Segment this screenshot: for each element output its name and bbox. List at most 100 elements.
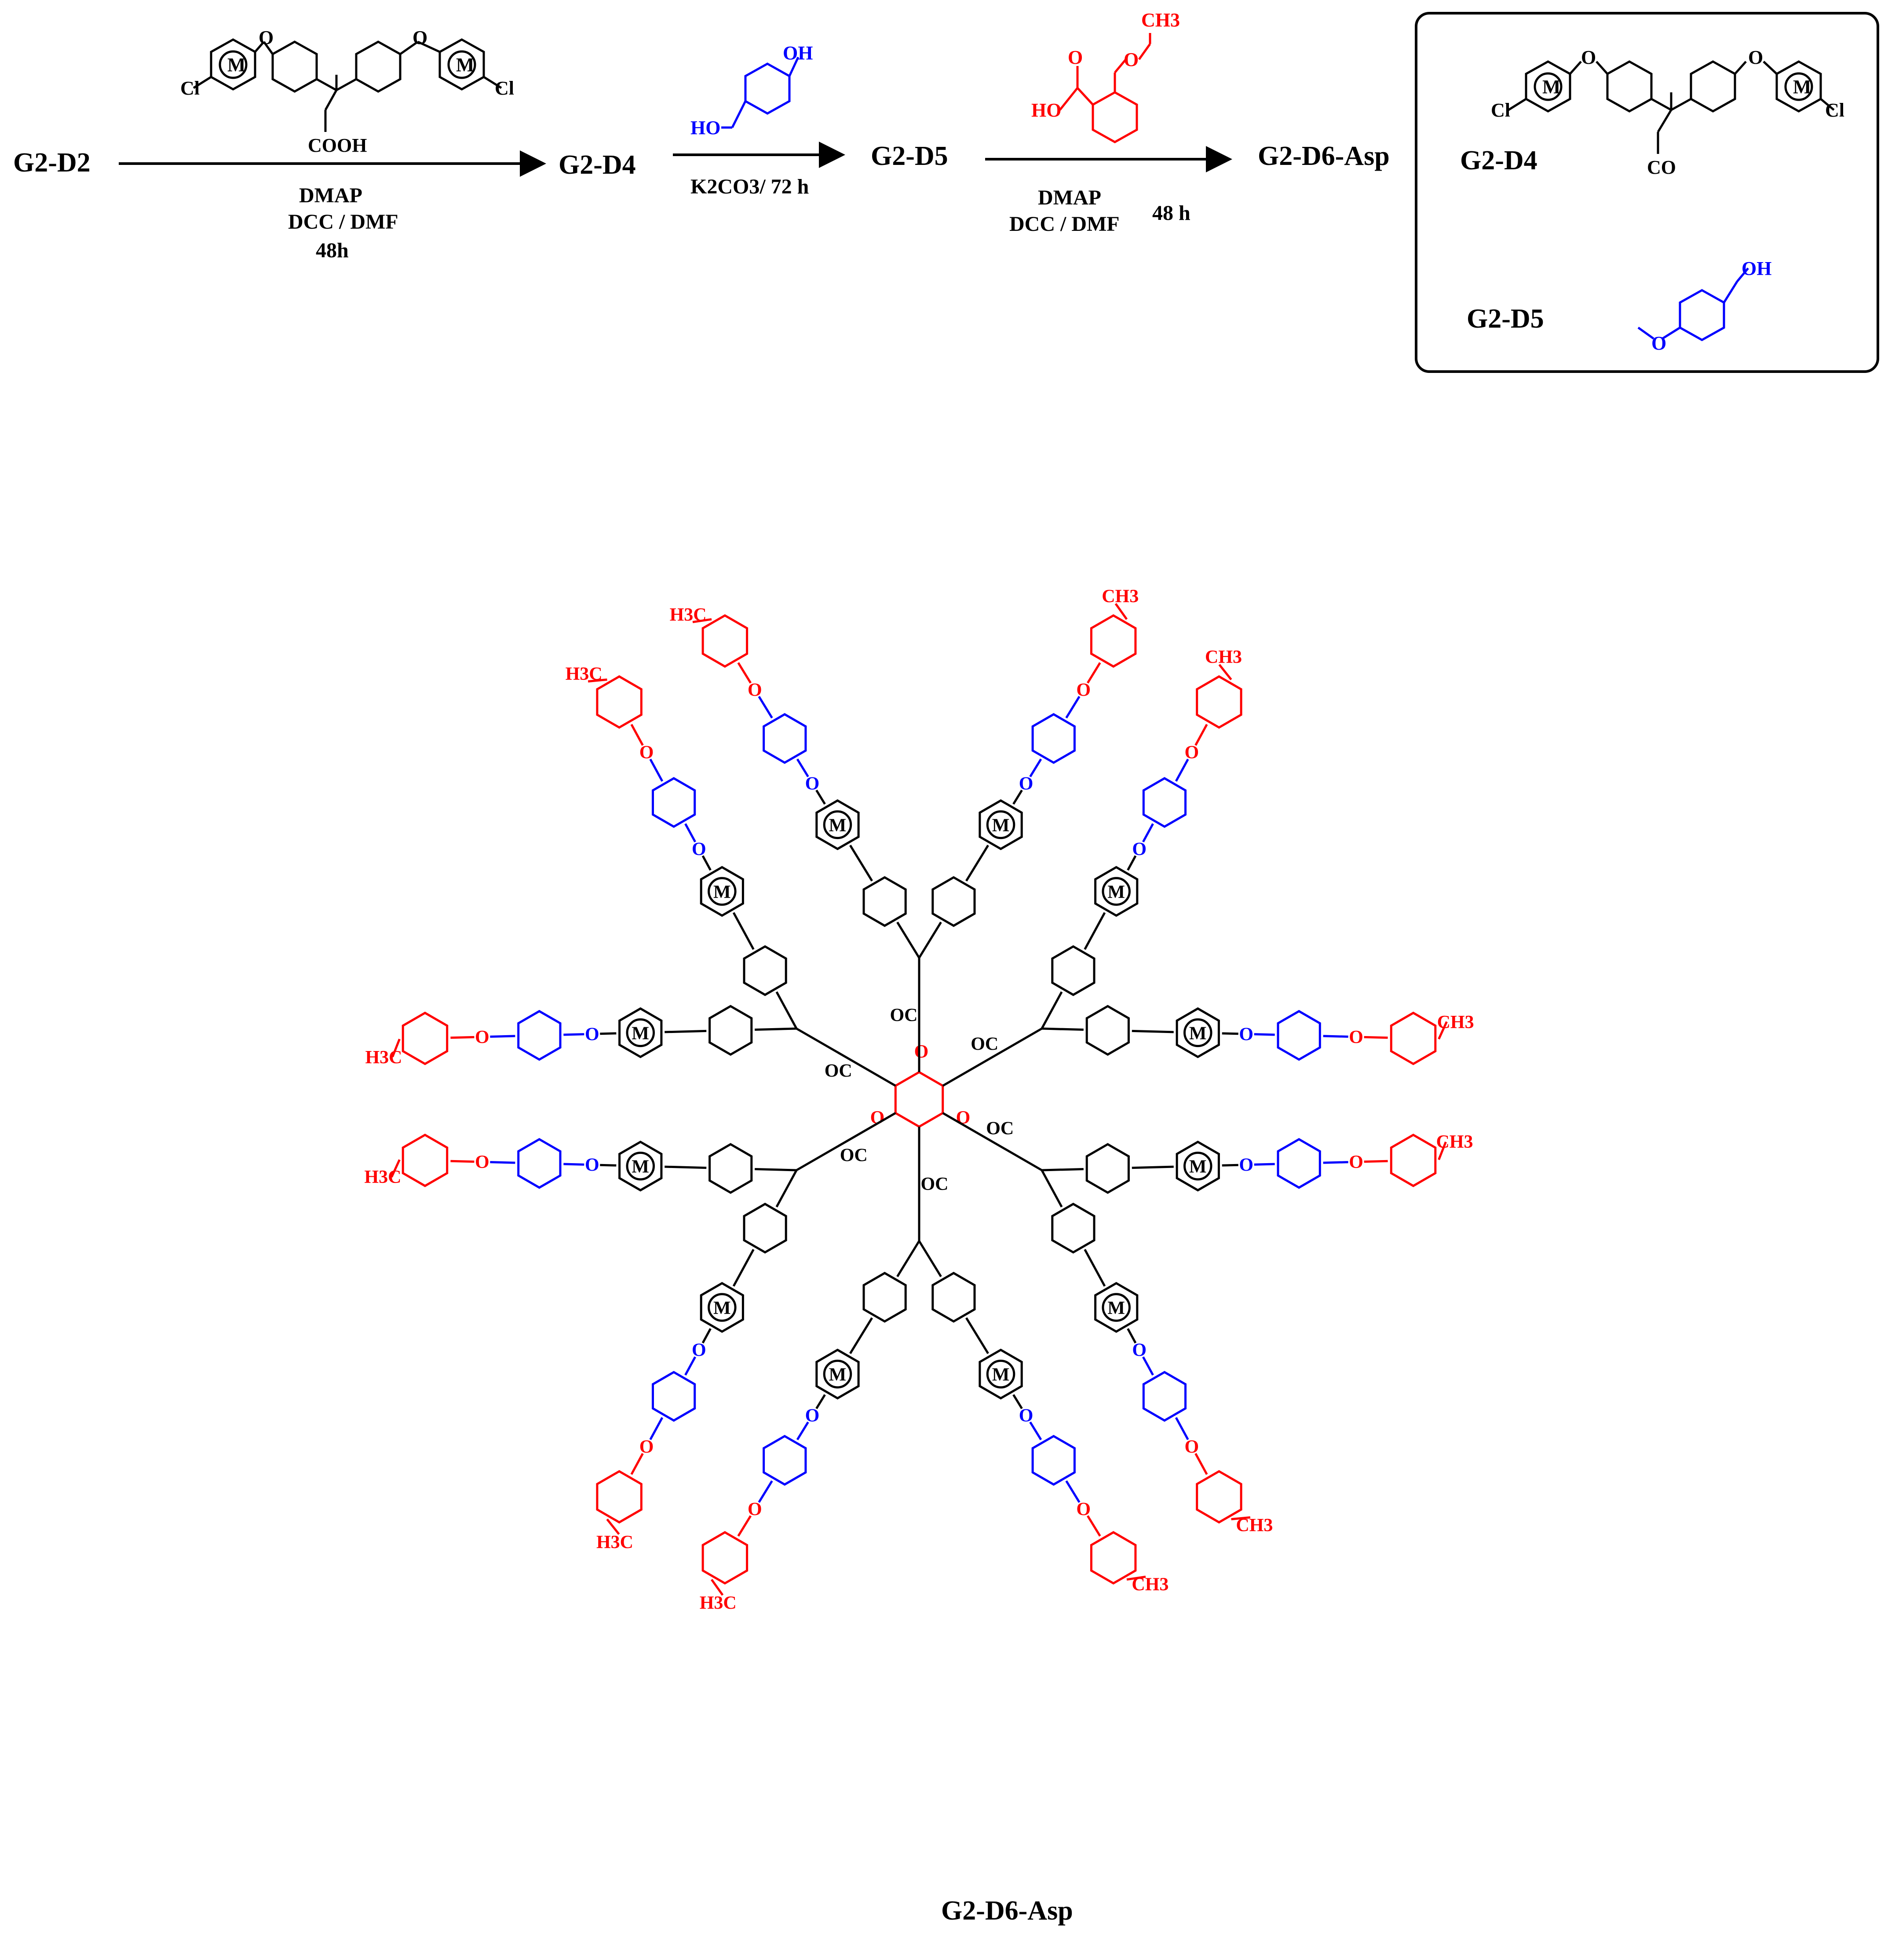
ether-o: O — [585, 1155, 599, 1175]
bond — [1041, 1168, 1084, 1172]
bond — [755, 1168, 797, 1172]
benzyl-ring — [763, 713, 807, 764]
benzene-ring — [1690, 60, 1736, 113]
bond — [796, 1112, 896, 1172]
reagent-3-ester-o: O — [1124, 49, 1139, 70]
bond — [1142, 823, 1154, 843]
aspirin-ring — [1090, 1531, 1137, 1585]
legend-d5-oh: OH — [1742, 258, 1771, 279]
bond — [1231, 1516, 1251, 1521]
benzene-ring — [271, 40, 318, 93]
phenyl-ring — [931, 1272, 976, 1323]
bond — [942, 1112, 1043, 1172]
bond — [1175, 759, 1189, 782]
benzene-ring — [1679, 289, 1725, 341]
bond — [1086, 662, 1101, 684]
bond — [737, 1515, 752, 1537]
m-label: M — [992, 1365, 1010, 1385]
bond — [588, 678, 607, 683]
legend-d4-cl-left: Cl — [1491, 99, 1510, 121]
bond — [942, 1027, 1043, 1087]
acetyl-methyl: H3C — [596, 1532, 633, 1552]
step-3-condition-catalyst: DMAP — [1038, 186, 1101, 209]
reagent-3-structure — [1059, 33, 1151, 143]
reagent-1-structure — [193, 38, 502, 132]
bond — [918, 1240, 942, 1277]
reagent-3-ch3: CH3 — [1141, 9, 1180, 31]
legend-box: Cl M O O M Cl CO G2-D4 G2-D5 OH O — [1415, 12, 1879, 373]
m-label: M — [1189, 1023, 1207, 1044]
m-ring-inner-circle — [986, 810, 1015, 839]
bond — [600, 1032, 617, 1035]
acetyl-methyl: H3C — [365, 1048, 402, 1068]
reagent-2-oh: OH — [783, 42, 813, 64]
bond — [490, 1035, 515, 1038]
m-label: M — [632, 1157, 649, 1177]
benzene-ring — [744, 62, 791, 115]
bond — [630, 1453, 644, 1475]
benzyl-ring — [1277, 1010, 1321, 1061]
m-ring — [700, 1282, 744, 1333]
bond — [796, 1027, 896, 1087]
m-ring-inner-circle — [823, 1359, 852, 1389]
ester-o: O — [1349, 1152, 1363, 1172]
bond — [1065, 1480, 1081, 1503]
m-ring-inner-circle — [708, 877, 737, 906]
m-ring-inner-circle — [1102, 1293, 1131, 1322]
bond — [849, 844, 873, 882]
final-structure-label: G2-D6-Asp — [941, 1896, 1073, 1926]
acetyl-methyl: CH3 — [1236, 1515, 1273, 1536]
benzyl-ring — [1031, 1434, 1076, 1486]
m-ring-inner-circle — [708, 1293, 737, 1322]
m-label: M — [1189, 1157, 1207, 1177]
m-ring-inner-circle — [1183, 1151, 1212, 1181]
m-label: M — [713, 1298, 731, 1318]
m-label: M — [632, 1023, 649, 1044]
m-ring-inner-circle — [1183, 1018, 1212, 1048]
acetyl-methyl: CH3 — [1102, 587, 1139, 607]
bond — [896, 1240, 920, 1277]
core-benzene-ring — [894, 1071, 944, 1128]
m-ring — [1094, 866, 1139, 917]
phenyl-ring — [708, 1005, 753, 1056]
step-1-condition-catalyst: DMAP — [299, 184, 362, 207]
bond — [684, 1356, 696, 1376]
bond — [775, 1169, 798, 1208]
reagent-1-cl-right: Cl — [495, 77, 514, 99]
m-label: M — [829, 815, 847, 836]
ether-o: O — [1239, 1024, 1253, 1044]
m-label: M — [829, 1365, 847, 1385]
bond — [701, 1328, 712, 1344]
acetyl-methyl: H3C — [670, 605, 707, 625]
bond — [918, 921, 942, 959]
phenyl-ring — [1085, 1005, 1130, 1056]
benzene-ring — [1092, 91, 1138, 143]
bond — [1126, 1575, 1146, 1581]
aspirin-ring — [402, 1133, 449, 1187]
benzyl-ring — [1031, 713, 1076, 764]
bond — [1084, 912, 1106, 950]
bond — [1254, 1033, 1275, 1036]
bond — [1012, 789, 1023, 805]
bond — [684, 823, 696, 843]
reagent-1-m-left: M — [227, 54, 246, 76]
m-ring — [700, 866, 744, 917]
ester-o: O — [1185, 743, 1199, 763]
bond — [1065, 696, 1081, 719]
aspirin-ring — [1390, 1133, 1437, 1187]
aspirin-ring — [1196, 1470, 1242, 1524]
reagent-2-ho: HO — [690, 117, 720, 139]
core-o-top: O — [914, 1042, 929, 1062]
bond — [758, 696, 773, 719]
bond — [490, 1161, 515, 1164]
aspirin-ring — [701, 614, 749, 668]
reagent-1-acid: COOH — [308, 135, 367, 156]
legend-d5-o: O — [1651, 332, 1666, 354]
bond — [1012, 1394, 1023, 1409]
benzene-ring — [1606, 60, 1653, 113]
m-ring — [1176, 1140, 1220, 1192]
legend-d4-cl-right: Cl — [1825, 99, 1844, 121]
phenyl-ring — [1051, 945, 1096, 996]
step-2-product-label: G2-D5 — [871, 141, 948, 171]
